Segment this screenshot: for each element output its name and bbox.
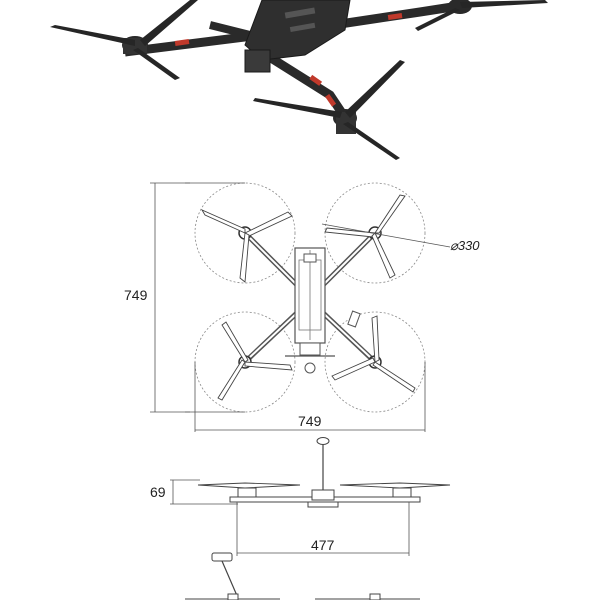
propeller-circle-front-left xyxy=(194,182,296,284)
drone-front-view-partial xyxy=(185,552,420,600)
propeller-circle-front-right xyxy=(324,182,426,284)
drone-perspective-render xyxy=(50,0,548,160)
side-height-label: 69 xyxy=(150,484,166,500)
top-height-label: 749 xyxy=(124,287,148,303)
drone-side-view: 69 477 xyxy=(150,437,451,556)
drone-top-view: ⌀330 749 749 xyxy=(124,182,480,432)
prop-diameter-label: ⌀330 xyxy=(450,238,480,253)
top-width-label: 749 xyxy=(298,413,322,429)
side-width-label: 477 xyxy=(311,537,335,553)
